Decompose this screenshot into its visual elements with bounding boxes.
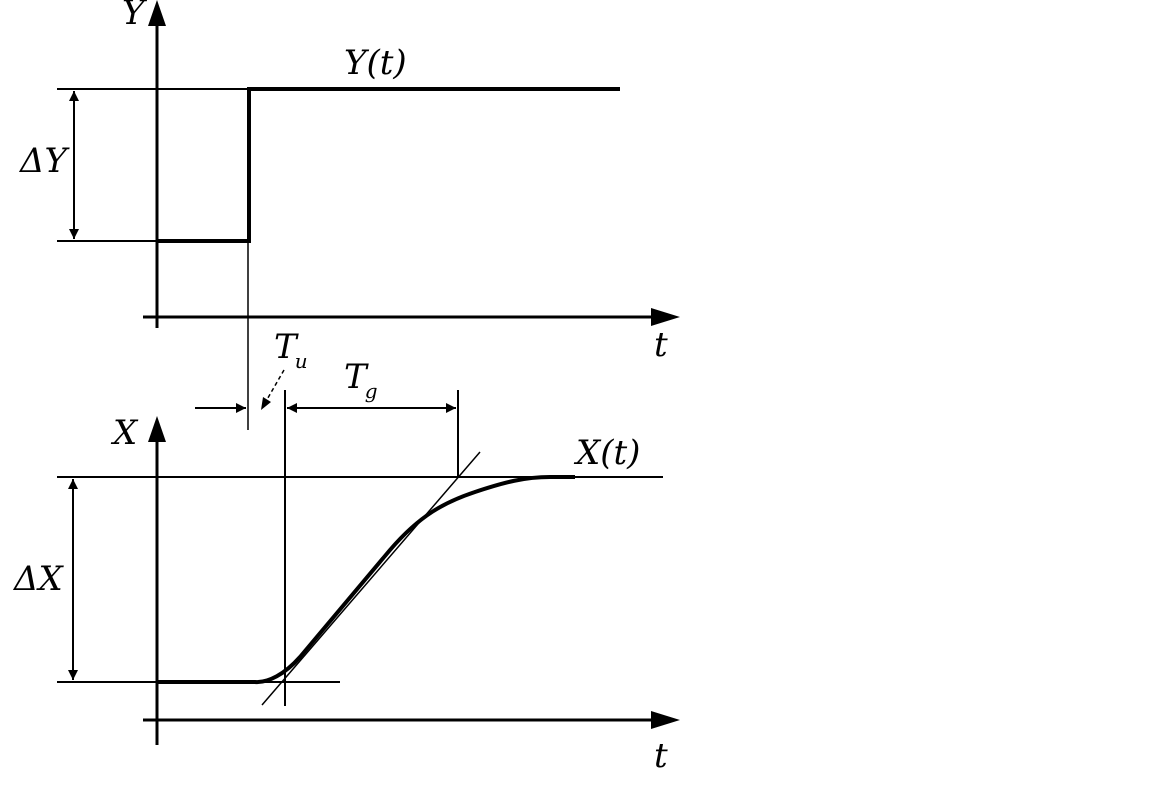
dead-time-subscript: u xyxy=(295,349,308,373)
lower-y-axis-label: X xyxy=(110,413,139,453)
step-curve-label-arg: (t) xyxy=(366,43,406,83)
inflection-tangent-line xyxy=(261,451,481,706)
upper-y-axis-label: Y xyxy=(122,0,148,33)
delta-x-label: ΔX xyxy=(12,559,65,599)
delta-y-label: ΔY xyxy=(18,141,71,181)
lower-t-axis-label: t xyxy=(654,736,668,776)
lower-y-axis-arrowhead xyxy=(148,416,166,442)
step-curve-label: Y(t) xyxy=(344,43,407,83)
upper-y-axis-arrowhead xyxy=(148,0,166,26)
response-curve-label: X(t) xyxy=(573,433,640,473)
step-signal-curve xyxy=(157,87,620,243)
dead-time-label: Tu xyxy=(274,327,308,373)
step-curve-label-main: Y xyxy=(344,43,370,83)
response-curve-label-arg: (t) xyxy=(600,433,640,473)
upper-t-axis-label: t xyxy=(654,325,668,365)
response-curve xyxy=(157,475,575,685)
rise-time-symbol: T xyxy=(344,357,369,397)
response-curve-label-main: X xyxy=(573,433,602,473)
dead-time-symbol: T xyxy=(274,327,299,367)
upper-t-axis-arrowhead xyxy=(651,308,680,326)
rise-time-label: Tg xyxy=(344,357,378,403)
dead-time-pointer-arrowhead xyxy=(261,397,271,410)
lower-plot: X t ΔX X(t) xyxy=(12,413,680,776)
lower-t-axis-arrowhead xyxy=(651,711,680,729)
rise-time-subscript: g xyxy=(365,379,378,403)
timing-annotation: Tu Tg xyxy=(195,242,459,706)
dead-time-dashed-pointer xyxy=(264,369,285,404)
upper-plot: Y t ΔY Y(t) xyxy=(18,0,680,365)
